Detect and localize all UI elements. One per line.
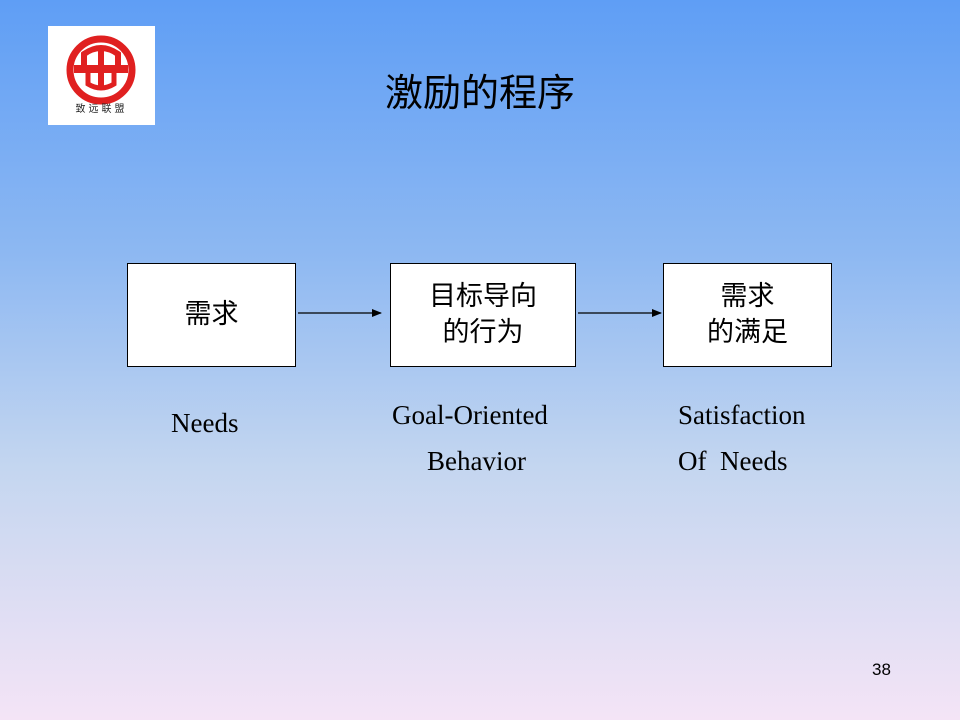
caption-needs: Needs: [171, 408, 239, 438]
caption-satisfaction-line1: Satisfaction: [678, 400, 806, 430]
logo: 致远联盟: [48, 26, 155, 125]
box-goal-oriented-behavior: 目标导向 的行为: [390, 263, 576, 367]
box-satisfaction-line1: 需求: [720, 281, 775, 312]
box-goal-line2: 的行为: [442, 317, 524, 348]
box-satisfaction: 需求 的满足: [663, 263, 832, 367]
box-needs-line1: 需求: [184, 299, 239, 330]
caption-goal-line2: Behavior: [427, 446, 526, 476]
box-goal-line1: 目标导向: [429, 281, 537, 312]
page-number: 38: [872, 660, 891, 679]
logo-text: 致远联盟: [75, 104, 128, 115]
box-needs: 需求: [127, 263, 296, 367]
box-satisfaction-line2: 的满足: [707, 317, 788, 348]
slide-title: 激励的程序: [384, 71, 575, 115]
caption-goal-line1: Goal-Oriented: [392, 400, 548, 430]
caption-satisfaction-line2: Of Needs: [678, 446, 788, 476]
logo-emblem-icon: [66, 35, 136, 105]
